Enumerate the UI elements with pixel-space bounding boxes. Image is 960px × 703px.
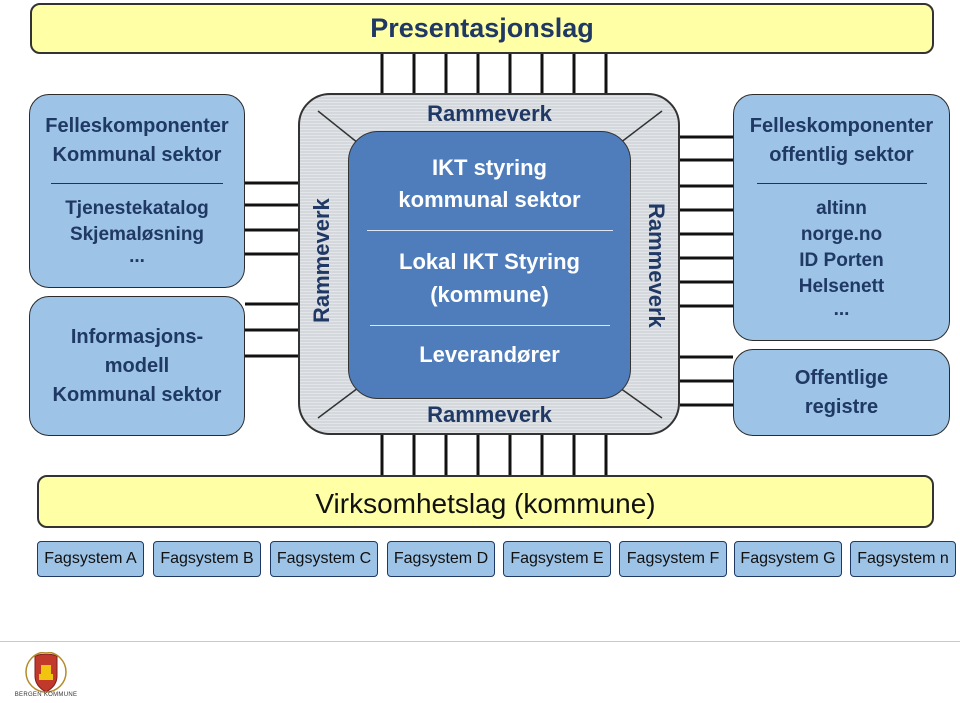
list-item: Helsenett bbox=[798, 276, 885, 297]
offentlige-registre-line-1: Offentlige bbox=[794, 366, 889, 389]
informasjonsmodell-line-1: Informasjons- bbox=[70, 325, 204, 348]
divider bbox=[369, 325, 610, 326]
felleskomponenter-offentlig-box: Felleskomponenter offentlig sektor altin… bbox=[733, 94, 950, 341]
felleskomponenter-offentlig-title-1: Felleskomponenter bbox=[749, 115, 934, 137]
felleskomponenter-kommunal-title-1: Felleskomponenter bbox=[45, 115, 229, 137]
informasjonsmodell-line-3: Kommunal sektor bbox=[52, 383, 222, 406]
informasjonsmodell-line-2: modell bbox=[104, 354, 170, 377]
divider bbox=[51, 183, 223, 184]
fagsystem-box: Fagsystem F bbox=[619, 541, 727, 577]
bergen-kommune-logo-text: BERGEN KOMMUNE bbox=[14, 692, 78, 698]
presentasjonslag-label: Presentasjonslag bbox=[370, 13, 594, 43]
ikt-styring-box: IKT styring kommunal sektor Lokal IKT St… bbox=[348, 131, 631, 399]
coat-of-arms-icon bbox=[25, 652, 67, 693]
bergen-kommune-logo bbox=[25, 652, 67, 693]
fagsystem-box: Fagsystem D bbox=[387, 541, 495, 577]
lokal-ikt-line-2: (kommune) bbox=[430, 282, 549, 307]
lokal-ikt-line-1: Lokal IKT Styring bbox=[399, 249, 580, 274]
list-item: ID Porten bbox=[799, 250, 884, 271]
ikt-styring-line-1: IKT styring bbox=[432, 155, 547, 180]
felleskomponenter-kommunal-box: Felleskomponenter Kommunal sektor Tjenes… bbox=[29, 94, 245, 288]
offentlige-registre-box: Offentlige registre bbox=[733, 349, 950, 436]
presentasjonslag-bar: Presentasjonslag bbox=[30, 3, 934, 54]
list-item: norge.no bbox=[800, 224, 883, 245]
list-item: Tjenestekatalog bbox=[65, 198, 209, 219]
virksomhetslag-bar: Virksomhetslag (kommune) bbox=[37, 475, 934, 528]
informasjonsmodell-box: Informasjons- modell Kommunal sektor bbox=[29, 296, 245, 436]
fagsystem-box: Fagsystem E bbox=[503, 541, 611, 577]
list-item: ... bbox=[129, 246, 145, 267]
rammeverk-label-left: Rammeverk bbox=[309, 198, 334, 323]
list-item: Skjemaløsning bbox=[69, 224, 205, 245]
divider bbox=[366, 230, 613, 231]
rammeverk-label-right: Rammeverk bbox=[644, 203, 669, 328]
fagsystem-box: Fagsystem C bbox=[270, 541, 378, 577]
list-item: altinn bbox=[816, 198, 867, 219]
offentlige-registre-line-2: registre bbox=[804, 395, 879, 418]
list-item: ... bbox=[833, 299, 850, 320]
fagsystem-box: Fagsystem n bbox=[850, 541, 956, 577]
leverandorer-label: Leverandører bbox=[419, 342, 560, 367]
rammeverk-label-bottom: Rammeverk bbox=[427, 402, 552, 427]
ikt-styring-line-2: kommunal sektor bbox=[398, 187, 581, 212]
fagsystem-box: Fagsystem A bbox=[37, 541, 144, 577]
felleskomponenter-offentlig-title-2: offentlig sektor bbox=[769, 144, 914, 166]
felleskomponenter-kommunal-title-2: Kommunal sektor bbox=[52, 144, 222, 166]
virksomhetslag-label: Virksomhetslag (kommune) bbox=[315, 488, 656, 519]
fagsystem-box: Fagsystem B bbox=[153, 541, 261, 577]
footer-divider bbox=[0, 641, 960, 642]
divider bbox=[756, 183, 927, 184]
rammeverk-label-top: Rammeverk bbox=[427, 101, 552, 126]
fagsystem-box: Fagsystem G bbox=[734, 541, 842, 577]
